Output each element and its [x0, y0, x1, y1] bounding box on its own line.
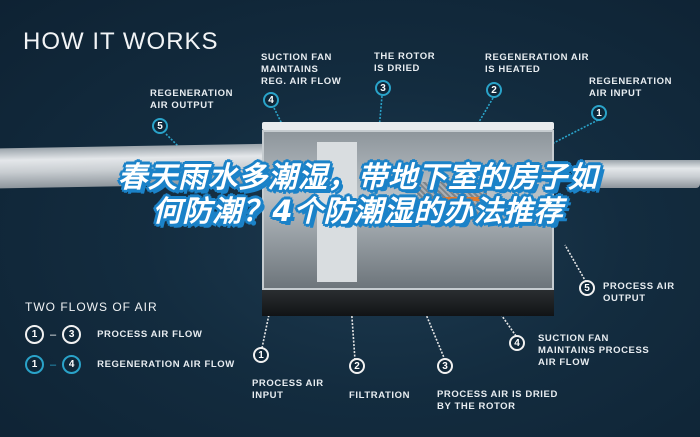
callout-label-rotor-dried: THE ROTOR IS DRIED: [374, 51, 436, 74]
legend-dash: –: [50, 358, 57, 371]
regeneration-air-duct-right: [585, 160, 700, 188]
legend-row-process-air: 1 – 3 PROCESS AIR FLOW: [25, 325, 202, 344]
callout-label-regeneration-air-heated: REGENERATION AIR IS HEATED: [485, 52, 590, 75]
legend-number-to: 4: [62, 355, 82, 374]
callout-number-2-top: 2: [486, 82, 502, 98]
callout-number-2-bottom: 2: [349, 358, 365, 374]
headline-overlay-text: 春天雨水多潮湿，带地下室的房子如何防潮？4个防潮湿的办法推荐: [118, 160, 599, 228]
callout-label-process-air-dried: PROCESS AIR IS DRIED BY THE ROTOR: [437, 389, 558, 412]
callout-number-4-top: 4: [263, 92, 279, 108]
callout-number-4-bottom: 4: [509, 335, 525, 351]
callout-label-regeneration-air-output: REGENERATION AIR OUTPUT: [150, 88, 234, 111]
dehumidifier-unit-illustration: [262, 122, 560, 322]
callout-number-1-bottom: 1: [253, 347, 269, 363]
callout-number-3-bottom: 3: [437, 358, 453, 374]
legend-number-to: 3: [62, 325, 82, 344]
legend-row-regeneration-air: 1 – 4 REGENERATION AIR FLOW: [25, 355, 235, 374]
callout-number-3-top: 3: [375, 80, 391, 96]
legend-number-from: 1: [25, 355, 44, 374]
callout-number-5-bottom: 5: [579, 280, 595, 296]
legend-label: REGENERATION AIR FLOW: [97, 359, 235, 370]
callout-label-process-air-input: PROCESS AIR INPUT: [252, 378, 324, 401]
legend-title: TWO FLOWS OF AIR: [25, 300, 158, 314]
callout-label-regeneration-air-input: REGENERATION AIR INPUT: [589, 76, 673, 99]
legend-number-from: 1: [25, 325, 44, 344]
callout-number-5-top: 5: [152, 118, 168, 134]
callout-number-1-top: 1: [591, 105, 607, 121]
callout-label-process-air-output: PROCESS AIR OUTPUT: [603, 281, 675, 304]
callout-label-suction-fan-process: SUCTION FAN MAINTAINS PROCESS AIR FLOW: [538, 333, 650, 368]
legend-dash: –: [50, 328, 57, 341]
callout-label-suction-fan-reg: SUCTION FAN MAINTAINS REG. AIR FLOW: [261, 52, 342, 87]
legend-label: PROCESS AIR FLOW: [97, 329, 203, 340]
page-title: HOW IT WORKS: [23, 28, 219, 55]
callout-label-filtration: FILTRATION: [349, 390, 411, 401]
